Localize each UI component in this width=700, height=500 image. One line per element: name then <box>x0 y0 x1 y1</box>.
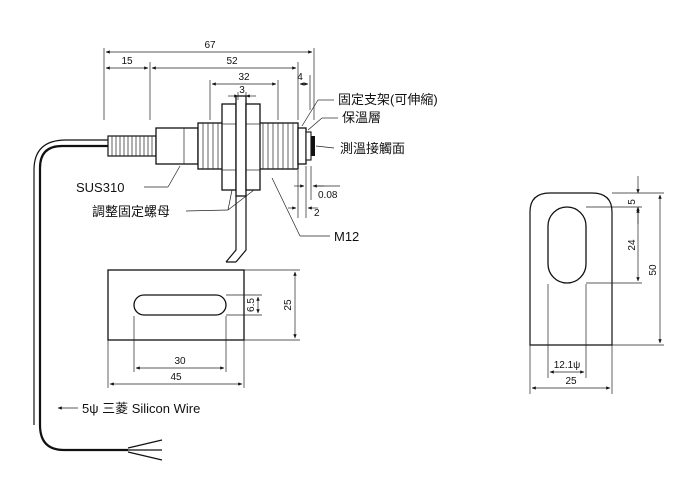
bracket-arm <box>225 196 247 263</box>
bracket-plan-view: 25 6.5 30 45 <box>107 269 300 388</box>
label-sensing-face: 測溫接觸面 <box>340 141 405 156</box>
sensor-side-view <box>33 95 315 461</box>
end-outline <box>529 192 613 346</box>
dim-end-slot-width: 12.1ψ <box>554 360 581 371</box>
dim-end-height: 50 <box>648 264 659 276</box>
label-insulation: 保溫層 <box>342 110 381 125</box>
dim-end-width: 25 <box>565 376 577 387</box>
label-cable: 5ψ 三菱 Silicon Wire <box>82 401 200 416</box>
dim-slot-width: 6.5 <box>246 298 257 312</box>
bracket-plate <box>235 95 247 197</box>
adjust-nut-right <box>245 103 261 191</box>
dim-slot-length: 30 <box>174 356 186 367</box>
insulation-layer <box>305 131 312 161</box>
end-slot <box>547 206 587 284</box>
dim-thread-length: 32 <box>238 72 250 83</box>
sensor-tip <box>297 127 307 165</box>
bracket-slot <box>133 294 227 316</box>
dim-body-length: 52 <box>226 56 238 67</box>
top-dimensions: 67 15 52 32 3 4 <box>103 40 315 120</box>
dim-tip-offset: 2 <box>314 208 320 219</box>
dim-gap: 0.08 <box>318 190 338 201</box>
tip-dimensions: 0.08 2 <box>288 166 340 219</box>
dim-cable-entry: 15 <box>121 56 133 67</box>
label-housing-material: SUS310 <box>76 180 124 195</box>
label-adjust-nut: 調整固定螺母 <box>92 204 170 219</box>
dim-bracket-width: 25 <box>283 299 294 311</box>
label-bracket: 固定支架(可伸縮) <box>338 92 438 107</box>
dim-overall-length: 67 <box>204 40 216 51</box>
sensor-housing <box>155 127 199 165</box>
dim-end-top: 5 <box>627 199 638 205</box>
dim-nut-thickness: 3 <box>239 85 245 96</box>
dim-tip-length: 4 <box>297 72 303 83</box>
sensing-face <box>311 136 315 156</box>
dim-bracket-length: 45 <box>170 372 182 383</box>
adjust-nut-left <box>221 103 237 191</box>
cable <box>38 144 128 452</box>
callouts: 固定支架(可伸縮) 保溫層 測溫接觸面 SUS310 調整固定螺母 M12 5ψ… <box>57 92 438 416</box>
dim-end-slot: 24 <box>627 239 638 251</box>
label-thread: M12 <box>334 229 359 244</box>
bracket-end-view: 5 24 50 12.1ψ 25 <box>529 176 664 394</box>
wire-leads <box>127 439 163 461</box>
